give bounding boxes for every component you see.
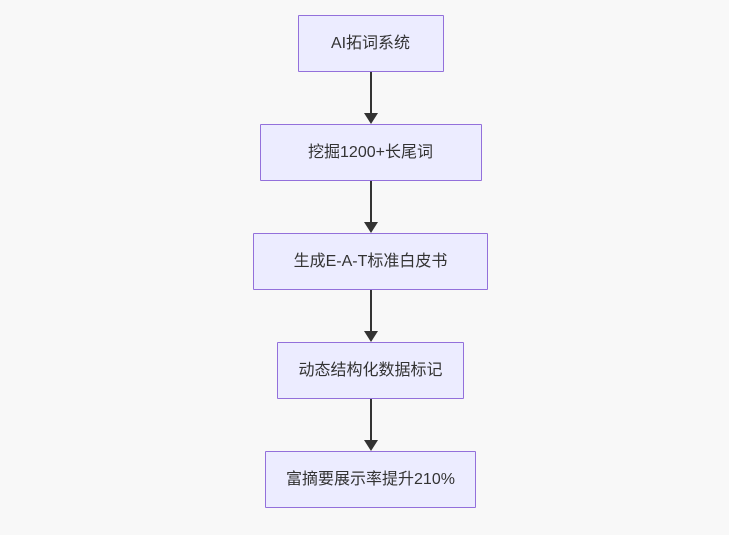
edge-line [369,290,372,332]
arrowhead-down-icon [363,331,378,342]
edge-line [369,181,372,223]
flow-node-ai-word-expansion-system: AI拓词系统 [297,15,444,72]
edge-line [369,72,372,114]
arrowhead-down-icon [363,440,378,451]
flow-edge-a-b [363,72,378,124]
arrowhead-down-icon [363,113,378,124]
flow-column: AI拓词系统 挖掘1200+长尾词 生成E-A-T标准白皮书 动态结构化数据标记 [0,15,729,508]
flow-node-label: AI拓词系统 [330,34,411,52]
flow-node-structured-data-markup: 动态结构化数据标记 [277,342,464,399]
edge-line [369,399,372,441]
flow-node-label: 动态结构化数据标记 [298,361,443,379]
flow-edge-c-d [363,290,378,342]
flow-node-longtail-keywords: 挖掘1200+长尾词 [259,124,482,181]
arrowhead-down-icon [363,222,378,233]
flow-edge-b-c [363,181,378,233]
flow-node-label: 富摘要展示率提升210% [286,470,455,488]
flow-node-rich-snippet-rate: 富摘要展示率提升210% [265,451,476,508]
flow-node-label: 挖掘1200+长尾词 [308,143,433,161]
flow-edge-d-e [363,399,378,451]
flow-node-label: 生成E-A-T标准白皮书 [293,252,448,270]
flow-node-eat-whitepaper: 生成E-A-T标准白皮书 [253,233,488,290]
